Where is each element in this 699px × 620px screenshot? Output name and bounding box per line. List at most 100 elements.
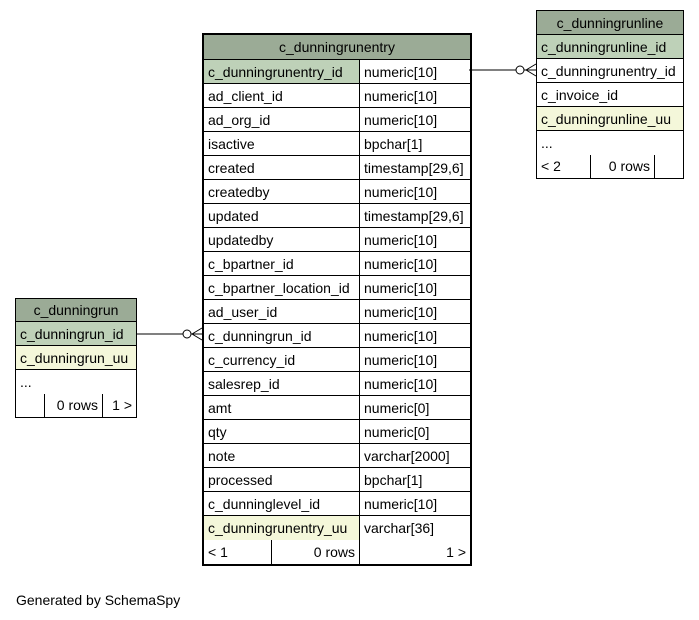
table-footer: < 2 0 rows bbox=[537, 155, 683, 178]
column-type: numeric[10] bbox=[359, 492, 470, 515]
column-name[interactable]: c_bpartner_location_id bbox=[208, 280, 350, 296]
row-count: 0 rows bbox=[44, 394, 102, 417]
column-name[interactable]: ad_user_id bbox=[208, 304, 278, 320]
column-name[interactable]: ... bbox=[20, 374, 32, 390]
generated-by-text: Generated by SchemaSpy bbox=[16, 592, 181, 608]
column-name[interactable]: updated bbox=[208, 208, 259, 224]
column-row[interactable]: amt numeric[0] bbox=[204, 396, 470, 420]
column-row[interactable]: qty numeric[0] bbox=[204, 420, 470, 444]
column-type: timestamp[29,6] bbox=[359, 204, 470, 227]
crowfoot-bottom bbox=[191, 333, 203, 341]
column-type: numeric[10] bbox=[359, 60, 470, 83]
column-type: numeric[10] bbox=[359, 300, 470, 323]
column-name[interactable]: created bbox=[208, 160, 255, 176]
column-name[interactable]: c_bpartner_id bbox=[208, 256, 294, 272]
column-type: numeric[10] bbox=[359, 348, 470, 371]
column-row[interactable]: updatedby numeric[10] bbox=[204, 228, 470, 252]
column-name[interactable]: createdby bbox=[208, 184, 270, 200]
column-name[interactable]: isactive bbox=[208, 136, 255, 152]
parents-count bbox=[16, 394, 44, 417]
column-row[interactable]: processed bpchar[1] bbox=[204, 468, 470, 492]
column-type: numeric[0] bbox=[359, 396, 470, 419]
parents-count[interactable]: < 1 bbox=[208, 544, 228, 560]
column-row[interactable]: ad_client_id numeric[10] bbox=[204, 84, 470, 108]
column-name[interactable]: amt bbox=[208, 400, 232, 416]
column-row[interactable]: note varchar[2000] bbox=[204, 444, 470, 468]
column-row[interactable]: ... bbox=[16, 370, 136, 394]
column-name[interactable]: ... bbox=[541, 135, 553, 151]
children-count bbox=[654, 155, 683, 178]
column-row[interactable]: created timestamp[29,6] bbox=[204, 156, 470, 180]
column-type: numeric[10] bbox=[359, 84, 470, 107]
column-type: numeric[10] bbox=[359, 180, 470, 203]
column-row[interactable]: c_bpartner_id numeric[10] bbox=[204, 252, 470, 276]
column-name[interactable]: c_dunningrunentry_uu bbox=[204, 516, 359, 540]
column-row[interactable]: c_bpartner_location_id numeric[10] bbox=[204, 276, 470, 300]
column-name[interactable]: c_dunningrunentry_id bbox=[541, 63, 676, 79]
table-title[interactable]: c_dunningrunentry bbox=[204, 35, 470, 60]
column-name[interactable]: c_dunninglevel_id bbox=[208, 496, 321, 512]
column-type: numeric[10] bbox=[359, 252, 470, 275]
column-name[interactable]: c_currency_id bbox=[208, 352, 296, 368]
column-type: numeric[0] bbox=[359, 420, 470, 443]
column-row[interactable]: salesrep_id numeric[10] bbox=[204, 372, 470, 396]
table-c-dunningrunline[interactable]: c_dunningrunline c_dunningrunline_id c_du… bbox=[536, 10, 684, 179]
column-row[interactable]: ad_user_id numeric[10] bbox=[204, 300, 470, 324]
column-type: numeric[10] bbox=[359, 108, 470, 131]
column-name[interactable]: ad_client_id bbox=[208, 88, 283, 104]
column-type: numeric[10] bbox=[359, 324, 470, 347]
column-name[interactable]: qty bbox=[208, 424, 227, 440]
table-title[interactable]: c_dunningrunline bbox=[537, 11, 683, 35]
column-row[interactable]: c_invoice_id bbox=[537, 83, 683, 107]
column-row[interactable]: c_dunningrun_id numeric[10] bbox=[204, 324, 470, 348]
column-type: varchar[36] bbox=[359, 516, 470, 540]
column-name[interactable]: c_dunningrunentry_id bbox=[204, 60, 359, 83]
column-type: numeric[10] bbox=[359, 228, 470, 251]
column-row[interactable]: createdby numeric[10] bbox=[204, 180, 470, 204]
column-type: timestamp[29,6] bbox=[359, 156, 470, 179]
column-name[interactable]: c_dunningrun_id bbox=[16, 322, 136, 345]
column-row[interactable]: c_currency_id numeric[10] bbox=[204, 348, 470, 372]
column-name[interactable]: c_dunningrun_uu bbox=[16, 346, 136, 369]
row-count: 0 rows bbox=[271, 540, 359, 564]
crowfoot-top bbox=[525, 63, 537, 71]
column-type: numeric[10] bbox=[359, 276, 470, 299]
column-name[interactable]: updatedby bbox=[208, 232, 274, 248]
column-row[interactable]: isactive bpchar[1] bbox=[204, 132, 470, 156]
crowfoot-top bbox=[191, 327, 203, 335]
column-row[interactable]: c_dunningrunentry_id bbox=[537, 59, 683, 83]
row-count: 0 rows bbox=[590, 155, 654, 178]
column-type: bpchar[1] bbox=[359, 468, 470, 491]
column-name[interactable]: salesrep_id bbox=[208, 376, 280, 392]
column-name[interactable]: c_invoice_id bbox=[541, 87, 619, 103]
column-name[interactable]: c_dunningrun_id bbox=[208, 328, 312, 344]
column-name[interactable]: c_dunningrunline_uu bbox=[537, 107, 683, 130]
column-row[interactable]: c_dunninglevel_id numeric[10] bbox=[204, 492, 470, 516]
column-type: numeric[10] bbox=[359, 372, 470, 395]
column-name[interactable]: ad_org_id bbox=[208, 112, 271, 128]
column-row[interactable]: c_dunningrunline_id bbox=[537, 35, 683, 59]
zero-many-circle bbox=[182, 329, 192, 339]
column-name[interactable]: note bbox=[208, 448, 236, 464]
column-row[interactable]: c_dunningrunline_uu bbox=[537, 107, 683, 131]
column-name[interactable]: processed bbox=[208, 472, 273, 488]
zero-many-circle bbox=[515, 65, 525, 75]
column-row[interactable]: c_dunningrun_id bbox=[16, 322, 136, 346]
column-type: bpchar[1] bbox=[359, 132, 470, 155]
table-title[interactable]: c_dunningrun bbox=[16, 299, 136, 322]
column-row[interactable]: updated timestamp[29,6] bbox=[204, 204, 470, 228]
column-name[interactable]: c_dunningrunline_id bbox=[537, 35, 683, 58]
crowfoot-bottom bbox=[525, 69, 537, 77]
column-row[interactable]: c_dunningrun_uu bbox=[16, 346, 136, 370]
column-row[interactable]: ad_org_id numeric[10] bbox=[204, 108, 470, 132]
table-footer: 0 rows 1 > bbox=[16, 394, 136, 417]
column-row[interactable]: ... bbox=[537, 131, 683, 155]
children-count[interactable]: 1 > bbox=[359, 540, 470, 564]
children-count[interactable]: 1 > bbox=[102, 394, 136, 417]
column-type: varchar[2000] bbox=[359, 444, 470, 467]
parents-count[interactable]: < 2 bbox=[541, 158, 561, 174]
